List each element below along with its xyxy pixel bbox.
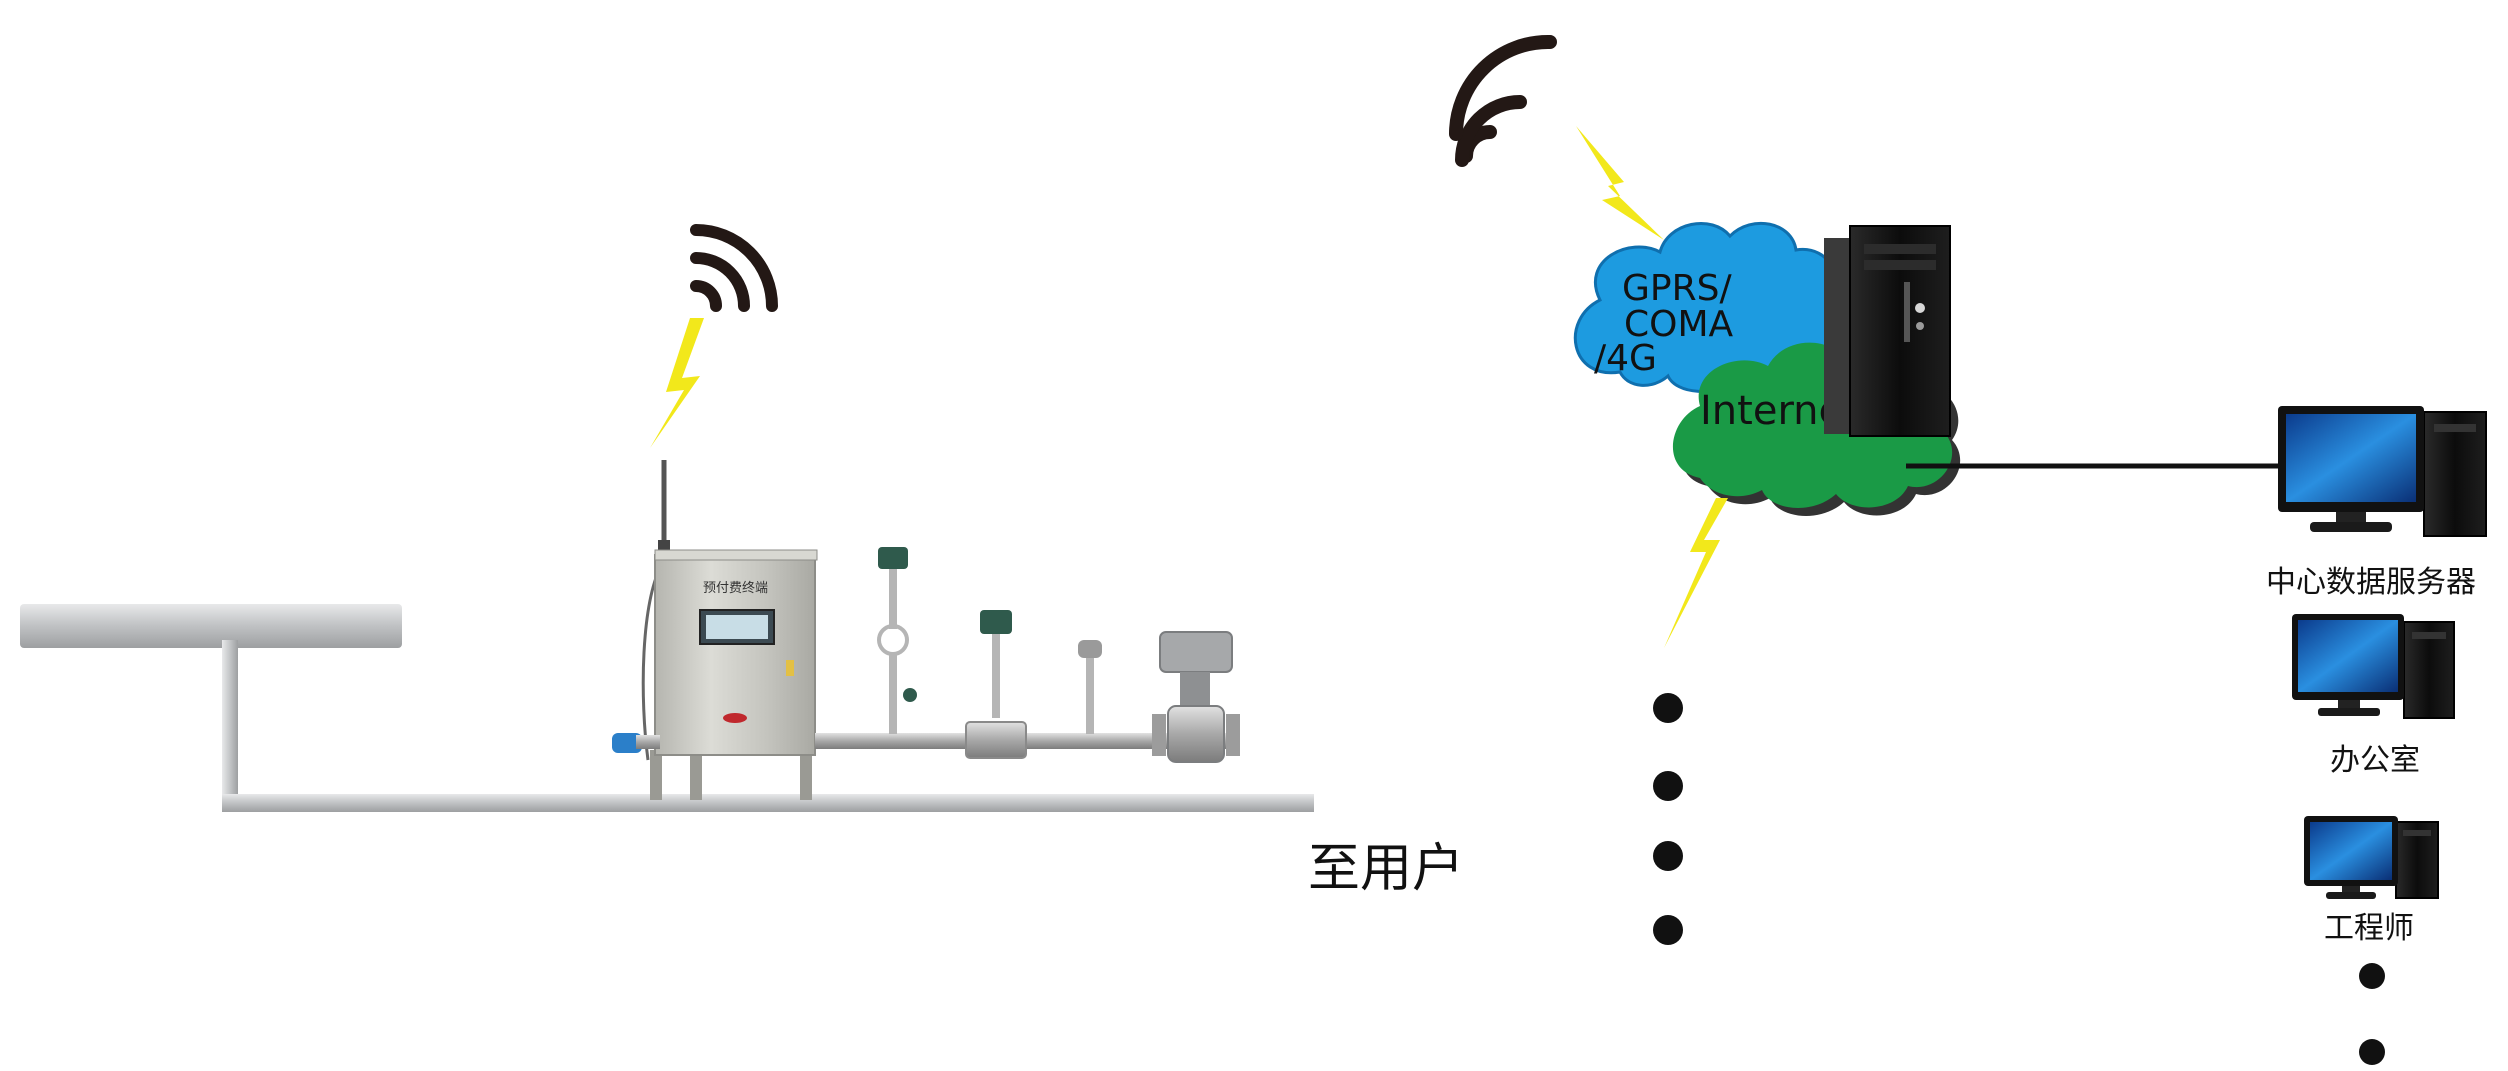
workstation-continuation-dots — [2359, 963, 2385, 1065]
workstation-1-screen — [2286, 414, 2416, 502]
workstation-1-tower-bay — [2434, 424, 2476, 432]
server-drive-bay-1 — [1864, 244, 1936, 254]
continuation-dot — [2359, 963, 2385, 989]
transmitter-1-head — [878, 547, 908, 569]
workstation-2-stand — [2338, 700, 2360, 710]
actuator-neck — [1180, 672, 1210, 706]
terminal-signal-icon — [690, 224, 778, 312]
continuation-dot — [1653, 771, 1683, 801]
workstation-1-tower — [2423, 411, 2487, 537]
temp-sensor-head — [1078, 640, 1102, 658]
workstation-2-label: 办公室 — [2330, 743, 2420, 778]
lower-pipe — [222, 794, 1314, 812]
server-drive-bay-2 — [1864, 260, 1936, 270]
wireless-cloud-line3: /4G — [1594, 338, 1657, 379]
network-wireless-signal — [1449, 34, 1664, 240]
prepaid-terminal: 预付费终端 — [612, 460, 818, 800]
workstation-2-screen — [2298, 620, 2398, 692]
metering-skid — [815, 547, 1240, 763]
riser-pipe — [222, 640, 238, 810]
workstation-data-server: 中心数据服务器 — [2266, 406, 2487, 600]
inlet-pipe — [636, 735, 660, 749]
flowmeter-head — [980, 610, 1012, 634]
server-tower-body — [1849, 225, 1951, 437]
central-server-tower — [1824, 225, 1951, 437]
transmitter-1-riser — [889, 654, 897, 734]
workstation-3-tower-bay — [2403, 830, 2431, 836]
server-front-slot — [1904, 282, 1910, 342]
temp-sensor-stem — [1086, 658, 1094, 734]
network-signal-icon — [1449, 34, 1557, 167]
workstation-2-base — [2318, 708, 2380, 716]
terminal-lightning — [650, 318, 704, 448]
transmitter-1-stem — [889, 569, 897, 629]
cabinet-top — [654, 549, 818, 561]
continuation-dot — [2359, 1039, 2385, 1065]
continuation-dot — [1653, 915, 1683, 945]
cabinet-lock — [786, 660, 794, 676]
workstation-1-stand — [2336, 512, 2366, 524]
internet-lightning — [1664, 498, 1728, 648]
workstation-3-base — [2326, 892, 2376, 899]
transmitter-1-coil — [877, 624, 909, 656]
workstation-3-label: 工程师 — [2324, 911, 2414, 946]
wireless-cloud-line1: GPRS/ — [1622, 268, 1732, 309]
cabinet-display — [706, 615, 768, 639]
upper-pipe — [20, 604, 402, 648]
continuation-dot — [1653, 693, 1683, 723]
terminal-continuation-dots — [1653, 693, 1683, 945]
network-lightning — [1576, 126, 1664, 240]
server-tower-side — [1824, 238, 1850, 434]
destination-label: 至用户 — [1308, 839, 1464, 899]
workstation-3-stand — [2342, 886, 2360, 894]
valve-flange-left — [1152, 714, 1166, 756]
brand-logo — [723, 713, 747, 723]
flowmeter-body — [965, 721, 1027, 759]
workstation-3-screen — [2310, 822, 2392, 880]
server-status-led — [1916, 322, 1924, 330]
cabinet-leg-mid — [690, 750, 702, 800]
actuator-body — [1159, 631, 1233, 673]
cabinet-leg-right — [800, 750, 812, 800]
valve-flange-right — [1226, 714, 1240, 756]
workstation-engineer: 工程师 — [2304, 816, 2439, 946]
workstation-1-label: 中心数据服务器 — [2266, 565, 2476, 600]
workstation-office: 办公室 — [2292, 614, 2455, 778]
server-power-led — [1915, 303, 1925, 313]
cabinet-panel-title: 预付费终端 — [703, 580, 768, 596]
continuation-dot — [1653, 841, 1683, 871]
pipeline: 至用户 — [20, 604, 1464, 899]
wireless-cloud-line2: COMA — [1624, 304, 1734, 345]
terminal-wireless-signal — [650, 224, 778, 448]
workstation-2-tower-bay — [2412, 632, 2446, 639]
flowmeter-stem — [992, 634, 1000, 718]
transmitter-1-valve — [903, 688, 917, 702]
inlet-cap — [612, 733, 642, 753]
valve-body — [1167, 705, 1225, 763]
workstation-1-base — [2310, 522, 2392, 532]
cabinet-leg-left — [650, 750, 662, 800]
